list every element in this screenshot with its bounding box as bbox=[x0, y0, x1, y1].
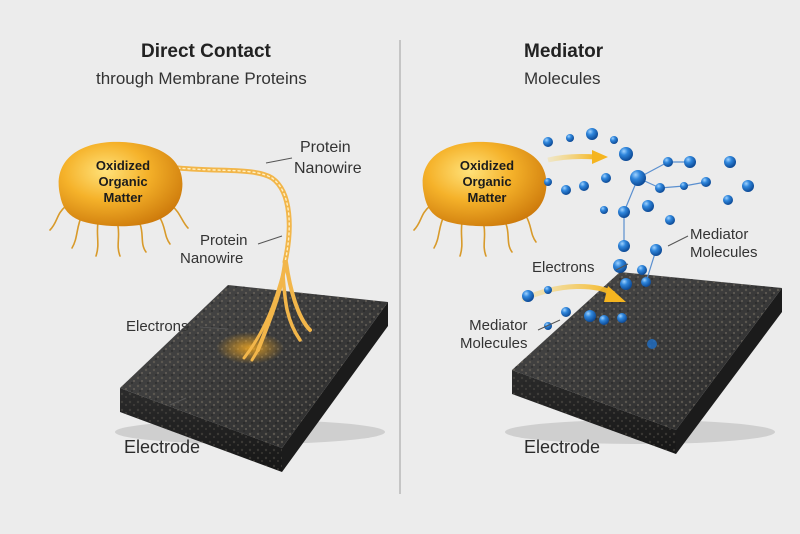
mediator-molecule bbox=[586, 128, 598, 140]
mediator-molecule bbox=[610, 136, 618, 144]
mediator-molecule bbox=[617, 313, 627, 323]
mediator-label-right: Mediator Molecules bbox=[690, 226, 758, 262]
mediator-molecule bbox=[665, 215, 675, 225]
mediator-molecule bbox=[641, 277, 651, 287]
left-electrons-label: Electrons bbox=[126, 318, 189, 336]
protein-nanowire-label-mid: Protein Nanowire bbox=[180, 232, 248, 268]
mediator-molecule bbox=[618, 240, 630, 252]
protein-nanowire-label-top: Protein Nanowire bbox=[294, 137, 362, 179]
mediator-molecule bbox=[650, 244, 662, 256]
cell-label-line: Organic bbox=[82, 174, 164, 190]
label-line: Protein bbox=[294, 137, 362, 158]
cell-label-line: Matter bbox=[446, 190, 528, 206]
cell-label-line: Oxidized bbox=[446, 158, 528, 174]
label-line: Protein bbox=[180, 232, 248, 250]
left-panel-title: Direct Contact bbox=[141, 41, 271, 63]
mediator-label-left: Mediator Molecules bbox=[460, 317, 528, 353]
mediator-molecule bbox=[630, 170, 646, 186]
mediator-molecule bbox=[544, 178, 552, 186]
mediator-molecule bbox=[601, 173, 611, 183]
mediator-molecule bbox=[742, 180, 754, 192]
right-panel-title: Mediator bbox=[524, 41, 603, 63]
mediator-molecule bbox=[618, 206, 630, 218]
right-electrode-label: Electrode bbox=[524, 437, 600, 458]
mediator-molecule bbox=[663, 157, 673, 167]
mediator-molecule bbox=[655, 183, 665, 193]
mediator-molecule bbox=[544, 286, 552, 294]
mediator-molecule bbox=[724, 156, 736, 168]
electron-flow-arrow-bottom bbox=[522, 286, 626, 302]
electron-flow-arrow-top bbox=[548, 150, 608, 164]
cell-label-line: Organic bbox=[446, 174, 528, 190]
left-electrode-label: Electrode bbox=[124, 437, 200, 458]
mediator-molecule bbox=[701, 177, 711, 187]
mediator-molecule bbox=[543, 137, 553, 147]
left-panel-subtitle: through Membrane Proteins bbox=[96, 69, 307, 89]
mediator-molecule bbox=[579, 181, 589, 191]
right-cell-label: Oxidized Organic Matter bbox=[446, 158, 528, 206]
mediator-molecule bbox=[561, 307, 571, 317]
mediator-molecule bbox=[684, 156, 696, 168]
label-line: Nanowire bbox=[180, 250, 248, 268]
mediator-molecule bbox=[637, 265, 647, 275]
mediator-molecule bbox=[522, 290, 534, 302]
cell-label-line: Oxidized bbox=[82, 158, 164, 174]
left-cell-label: Oxidized Organic Matter bbox=[82, 158, 164, 206]
right-panel-subtitle: Molecules bbox=[524, 69, 601, 89]
mediator-molecule bbox=[723, 195, 733, 205]
mediator-molecule bbox=[620, 278, 632, 290]
mediator-molecule bbox=[561, 185, 571, 195]
mediator-molecule bbox=[680, 182, 688, 190]
right-electrons-label: Electrons bbox=[532, 259, 595, 277]
label-line: Mediator bbox=[460, 317, 528, 335]
label-line: Molecules bbox=[460, 335, 528, 353]
mediator-molecule bbox=[584, 310, 596, 322]
right-electrode bbox=[505, 272, 782, 454]
mediator-contact-mark bbox=[647, 339, 657, 349]
label-line: Molecules bbox=[690, 244, 758, 262]
label-line: Nanowire bbox=[294, 158, 362, 179]
cell-label-line: Matter bbox=[82, 190, 164, 206]
label-line: Mediator bbox=[690, 226, 758, 244]
mediator-molecule bbox=[619, 147, 633, 161]
mediator-molecule bbox=[600, 206, 608, 214]
mediator-molecule bbox=[642, 200, 654, 212]
mediator-molecule bbox=[599, 315, 609, 325]
mediator-molecule bbox=[566, 134, 574, 142]
